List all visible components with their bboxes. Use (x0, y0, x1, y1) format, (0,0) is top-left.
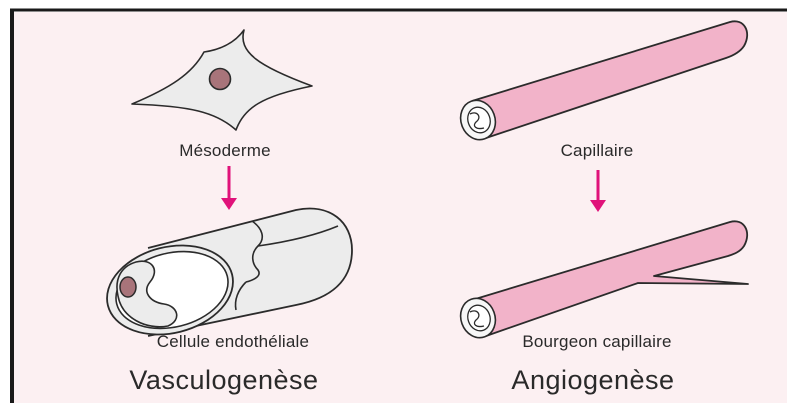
angiogenesis-title: Angiogenèse (511, 365, 674, 396)
mesoderm-label: Mésoderme (179, 141, 271, 161)
capillary-label: Capillaire (561, 141, 634, 161)
endothelial-cell-label: Cellule endothéliale (157, 332, 309, 352)
mesoderm-nucleus (210, 69, 231, 90)
capillary-bud-label: Bourgeon capillaire (522, 332, 671, 352)
vasculogenesis-title: Vasculogenèse (129, 365, 318, 396)
endothelial-nucleus (120, 277, 136, 297)
